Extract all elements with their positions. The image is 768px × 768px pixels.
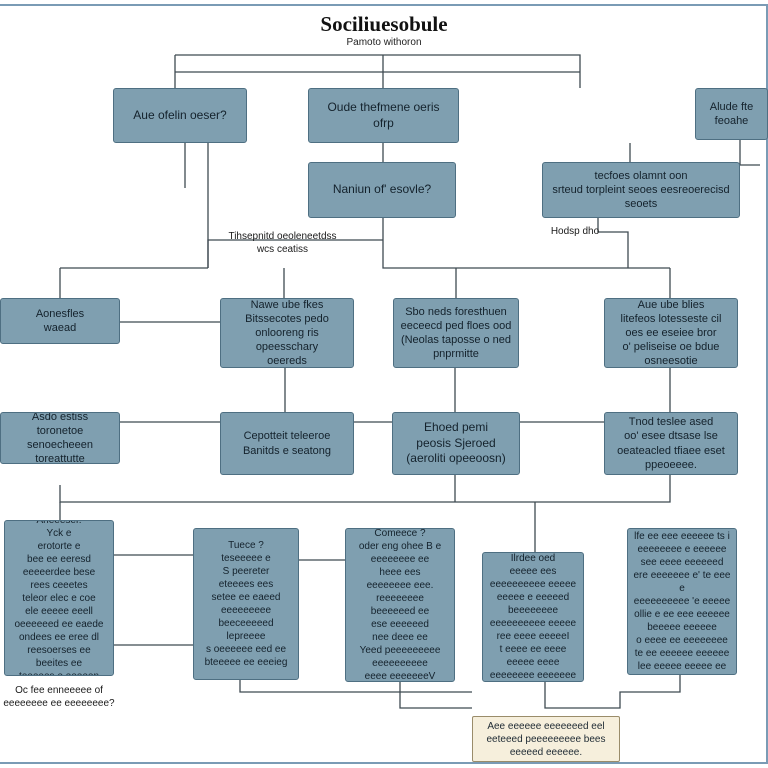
node-n10: Asdo estiss toronetoe senoecheeen toreat… [0, 412, 120, 464]
node-n6: Aonesfles waead [0, 298, 120, 344]
node-n11: Cepotteit teleeroe Banitds e seatong [220, 412, 354, 475]
connector [739, 140, 760, 166]
connector [382, 218, 670, 269]
node-n2: Oude thefmene oeris ofrp [308, 88, 459, 143]
node-n17: Ilrdee oed eeeee ees eeeeeeeeee eeeee ee… [482, 552, 584, 682]
bottom-border [0, 762, 768, 764]
diagram-subtitle: Pamoto withoron [346, 37, 422, 48]
label-annotation-1: Tihsepnitd oeoleneetdss wcs ceatiss [228, 231, 337, 255]
node-n5: tecfoes olamnt oon srteud torpleint seoe… [542, 162, 740, 218]
node-n8: Sbo neds foresthuen eeceecd ped floes oo… [393, 298, 519, 368]
node-n15: Tuece ? teseeeee e S peereter eteeees ee… [193, 528, 299, 680]
label-annotation-2: Hodsp dho [550, 226, 600, 237]
connector [175, 54, 581, 88]
connector [207, 239, 383, 268]
top-border [0, 4, 768, 6]
connector [544, 675, 681, 709]
diagram-title: Sociliuesobule [320, 12, 448, 36]
note-box: Aee eeeeee eeeeeeed eel eeteeed peeeeeee… [472, 716, 620, 762]
right-border [766, 4, 768, 764]
connector [399, 682, 472, 709]
label-annotation-3: Oc fee enneeeee of eeeeeeee ee eeeeeeee? [3, 685, 115, 709]
node-n4: Naniun of' esovle? [308, 162, 456, 218]
node-n13: Tnod teslee ased oo' esee dtsase lse oea… [604, 412, 738, 475]
connector [597, 218, 629, 268]
node-n7: Nawe ube fkes Bitssecotes pedo onlooreng… [220, 298, 354, 368]
node-n16: Comeece ? oder eng ohee B e eeeeeeee ee … [345, 528, 455, 682]
node-n1: Aue ofelin oeser? [113, 88, 247, 143]
node-n14: Aneeeser. Yck e erotorte e bee ee eeresd… [4, 520, 114, 676]
node-n12: Ehoed pemi peosis Sjeroed (aeroliti opee… [392, 412, 520, 475]
node-n18: Vheoeree ee lfe ee eee eeeeee ts i eeeee… [627, 528, 737, 675]
connector [59, 475, 671, 503]
connector [239, 680, 472, 693]
node-n3: Alude fte feoahe [695, 88, 768, 140]
node-n9: Aue ube blies litefeos lotesseste cil oe… [604, 298, 738, 368]
